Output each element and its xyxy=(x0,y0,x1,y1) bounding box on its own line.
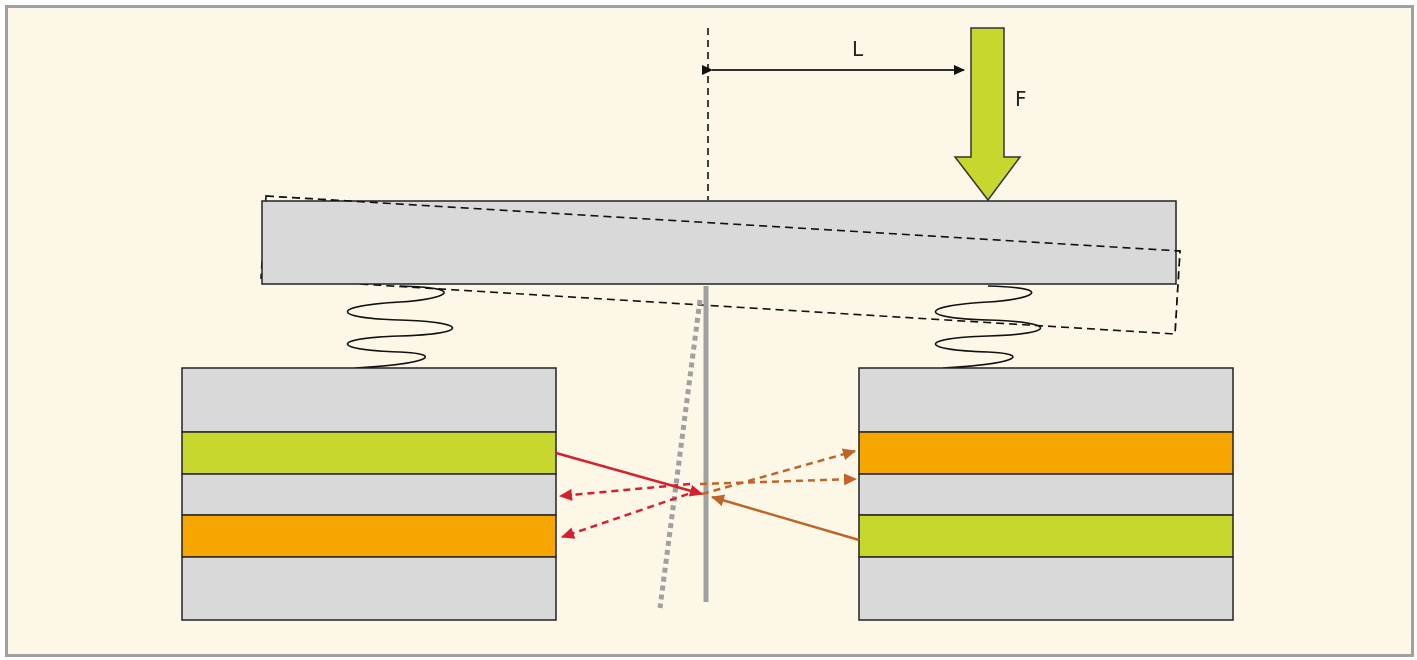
rod-tilted xyxy=(657,299,703,609)
right-block xyxy=(858,367,1234,621)
left-green-layer xyxy=(181,431,557,475)
red-incident-ray xyxy=(555,451,703,497)
left-spring xyxy=(347,285,453,369)
red-reflected-ray-lower xyxy=(561,492,689,539)
left-block xyxy=(181,367,557,621)
distance-label: L xyxy=(852,37,864,61)
brown-incident-ray xyxy=(711,494,860,542)
left-orange-layer xyxy=(181,514,557,558)
tilted-beam-outline-overlay xyxy=(265,195,1181,335)
brown-reflected-ray-upper xyxy=(701,448,856,496)
right-orange-layer xyxy=(858,431,1234,475)
force-arrow xyxy=(953,27,1022,202)
right-green-layer xyxy=(858,514,1234,558)
force-label: F xyxy=(1015,87,1027,111)
red-reflected-ray-upper xyxy=(559,482,691,501)
right-spring xyxy=(935,285,1041,369)
beam xyxy=(261,200,1177,285)
brown-reflected-ray-lower xyxy=(699,473,857,486)
